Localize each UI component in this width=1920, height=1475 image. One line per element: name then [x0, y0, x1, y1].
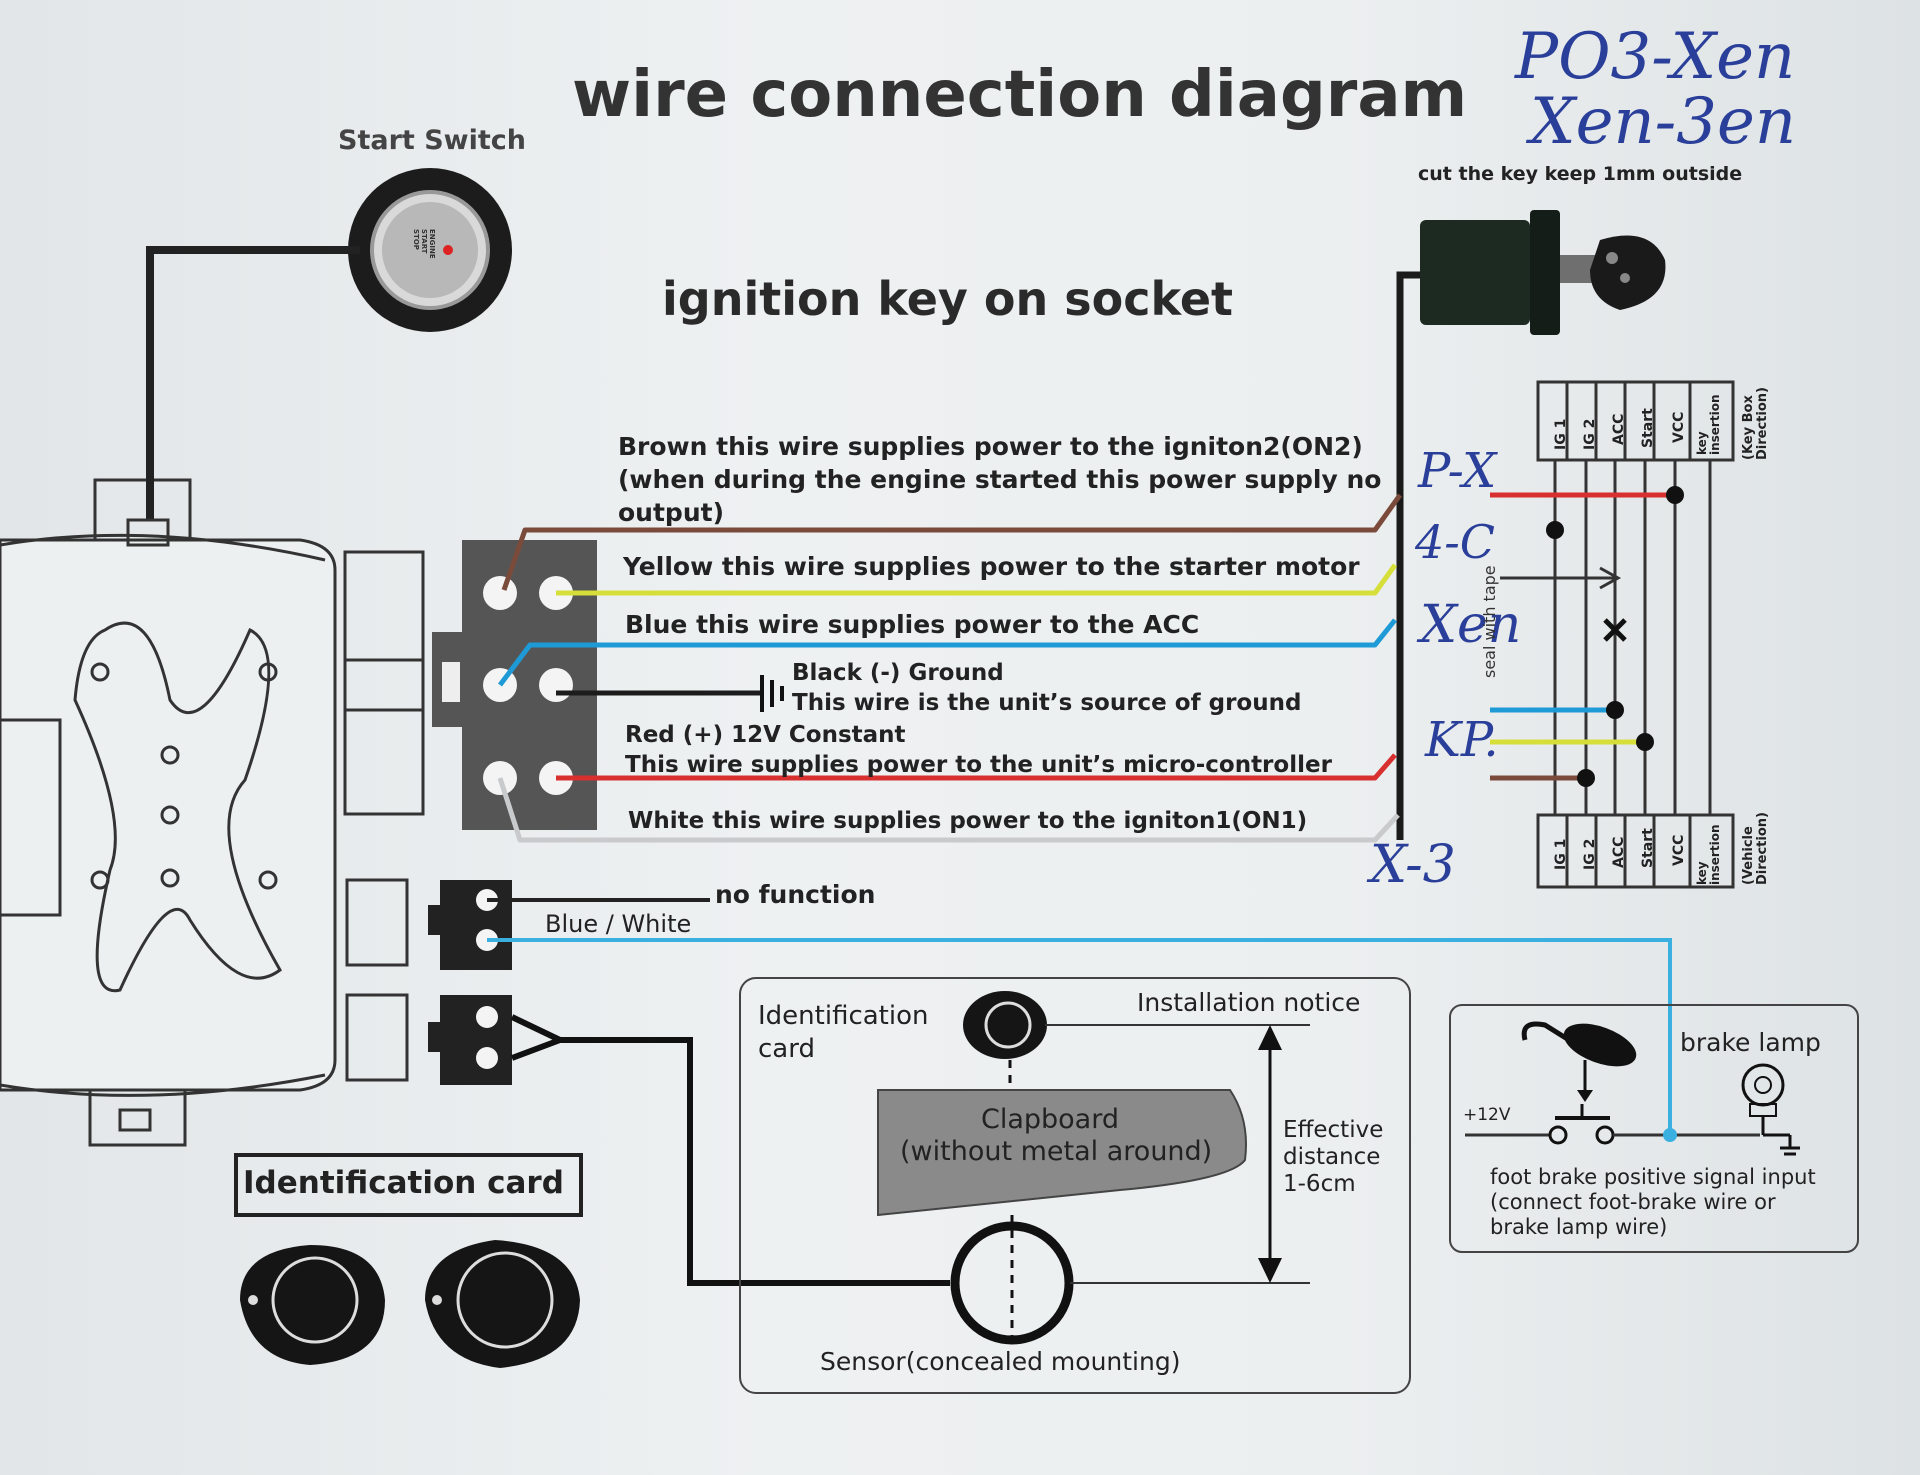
key-box-table	[1536, 380, 1735, 889]
handwritten-top-1: PO3-Xen	[1515, 20, 1796, 94]
brown-wire-line-3: output)	[618, 498, 724, 527]
kb-bottom-ig2: IG 2	[1582, 838, 1598, 870]
id-card-fob-1	[240, 1245, 385, 1365]
small-connector-1	[345, 878, 512, 970]
kb-top-start: Start	[1640, 408, 1656, 448]
brake-signal-label: foot brake positive signal input (connec…	[1490, 1165, 1816, 1240]
key-box-junctions	[1546, 486, 1684, 787]
brown-wire-line-2: (when during the engine started this pow…	[618, 465, 1382, 494]
page-title: wire connection diagram	[572, 58, 1468, 132]
blue-white-label: Blue / White	[545, 910, 692, 938]
white-wire-label: White this wire supplies power to the ig…	[628, 808, 1308, 834]
brown-wire-line-1: Brown this wire supplies power to the ig…	[618, 432, 1363, 461]
kb-top-ig2: IG 2	[1582, 418, 1598, 450]
brake-signal-line-1: foot brake positive signal input	[1490, 1165, 1816, 1189]
id-card-fob-2	[425, 1240, 580, 1368]
handwritten-mark-5: X-3	[1370, 835, 1456, 895]
start-switch-button	[348, 168, 512, 332]
kb-bottom-direction: (Vehicle Direction)	[1741, 812, 1770, 885]
handwritten-mark-3: Xen	[1420, 595, 1522, 655]
sensor-cable	[510, 1014, 950, 1286]
page-subtitle: ignition key on socket	[662, 272, 1234, 326]
id-card-box-label: Identification card	[243, 1165, 564, 1201]
kb-bottom-vcc: VCC	[1671, 834, 1687, 866]
kb-top-key-insertion: key insertion	[1695, 394, 1722, 456]
harness-wires	[497, 493, 1403, 843]
kb-bottom-key-insertion: key insertion	[1695, 824, 1722, 886]
install-id-card-label: Identification card	[758, 1001, 929, 1064]
handwritten-top-2: Xen-3en	[1530, 85, 1797, 159]
start-switch-wire	[146, 246, 360, 520]
blue-wire	[498, 618, 1397, 687]
clapboard-line-2: (without metal around)	[900, 1136, 1213, 1167]
black-wire-line-2: This wire is the unit’s source of ground	[792, 690, 1302, 716]
control-unit	[0, 478, 337, 1147]
sensor-label: Sensor(concealed mounting)	[820, 1347, 1181, 1376]
start-switch-button-text: ENGINE START STOP	[412, 229, 436, 259]
installation-panel	[739, 977, 1411, 1394]
kb-bottom-acc: ACC	[1611, 836, 1627, 868]
ground-symbol	[760, 675, 784, 712]
main-connector	[343, 540, 597, 830]
brake-panel	[1449, 1004, 1859, 1253]
black-wire-label: Black (-) Ground This wire is the unit’s…	[792, 658, 1301, 718]
brake-signal-line-3: brake lamp wire)	[1490, 1215, 1668, 1239]
kb-top-direction: (Key Box Direction)	[1741, 387, 1770, 460]
distance-line-3: 1-6cm	[1283, 1171, 1356, 1197]
id-card-box	[234, 1153, 583, 1217]
kb-bottom-ig1: IG 1	[1553, 838, 1569, 870]
handwritten-mark-1: P-X	[1418, 443, 1497, 499]
kb-top-ig1: IG 1	[1553, 418, 1569, 450]
no-function-label: no function	[715, 880, 876, 909]
brown-wire-label: Brown this wire supplies power to the ig…	[618, 430, 1381, 529]
yellow-wire-label: Yellow this wire supplies power to the s…	[623, 552, 1360, 581]
red-wire-line-2: This wire supplies power to the unit’s m…	[625, 752, 1332, 778]
start-switch-label: Start Switch	[338, 125, 526, 156]
key-cable	[1396, 271, 1420, 840]
key-box-taps	[1490, 492, 1675, 781]
white-wire	[497, 777, 1400, 843]
small-connector-2	[345, 993, 512, 1085]
blue-wire-label: Blue this wire supplies power to the ACC	[625, 610, 1200, 639]
key-note: cut the key keep 1mm outside	[1418, 163, 1743, 185]
black-wire-line-1: Black (-) Ground	[792, 660, 1004, 686]
brake-signal-line-2: (connect foot-brake wire or	[1490, 1190, 1776, 1214]
red-wire-line-1: Red (+) 12V Constant	[625, 722, 906, 748]
ignition-key-cylinder	[1420, 210, 1666, 335]
distance-line-1: Effective	[1283, 1117, 1384, 1143]
distance-line-2: distance	[1283, 1144, 1381, 1170]
red-wire-label: Red (+) 12V Constant This wire supplies …	[625, 720, 1332, 780]
yellow-wire	[556, 563, 1398, 596]
brake-lamp-label: brake lamp	[1680, 1028, 1821, 1057]
seal-note: seal with tape	[1480, 565, 1499, 678]
clapboard-label: Clapboard (without metal around)	[900, 1104, 1213, 1168]
installation-notice-label: Installation notice	[1137, 988, 1361, 1017]
red-wire	[556, 753, 1397, 781]
kb-top-acc: ACC	[1611, 413, 1627, 445]
handwritten-mark-2: 4-C	[1415, 515, 1496, 569]
handwritten-mark-4: KP.	[1425, 712, 1499, 768]
brown-wire	[501, 493, 1403, 591]
distance-label: Effective distance 1-6cm	[1283, 1117, 1383, 1198]
kb-bottom-start: Start	[1640, 828, 1656, 868]
clapboard-line-1: Clapboard	[980, 1104, 1119, 1135]
kb-top-vcc: VCC	[1671, 411, 1687, 443]
blue-white-wire	[487, 938, 1672, 1135]
brake-voltage-label: +12V	[1463, 1105, 1511, 1125]
